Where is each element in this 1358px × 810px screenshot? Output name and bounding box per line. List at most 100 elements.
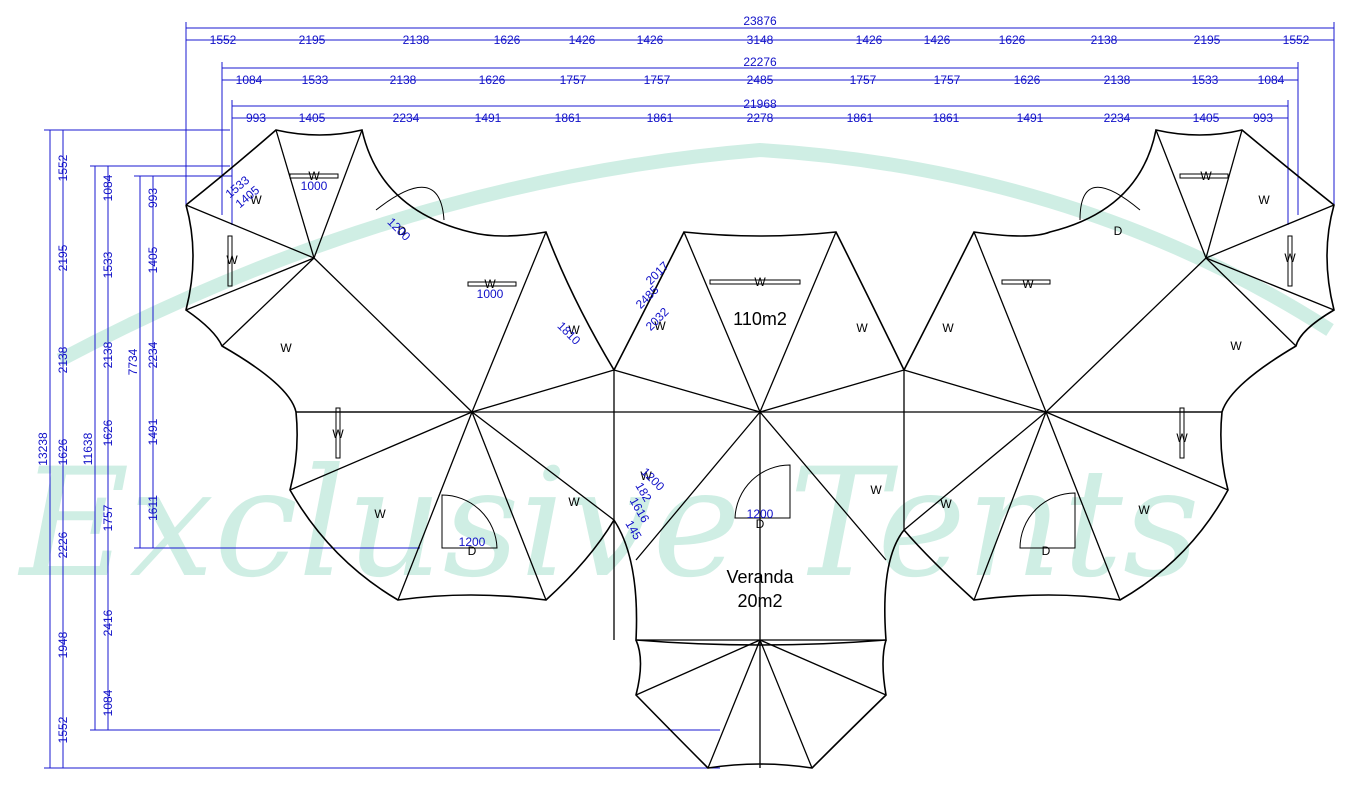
dim-row1-total: 23876 xyxy=(743,14,777,28)
dim-li-4: 1611 xyxy=(146,495,160,521)
w-label: W xyxy=(942,321,954,335)
dim-r1-10: 2138 xyxy=(1091,33,1118,47)
dim-r1-2: 2138 xyxy=(403,33,430,47)
dim-lm-4: 1757 xyxy=(101,504,115,531)
dim-lm-5: 2416 xyxy=(101,609,115,636)
dim-r3-4: 1861 xyxy=(555,111,582,125)
dim-lo-1: 2195 xyxy=(56,244,70,271)
w-label: W xyxy=(250,193,262,207)
dim-row3-total: 21968 xyxy=(743,97,777,111)
d-label: D xyxy=(468,544,477,558)
dim-window-width: 1000 xyxy=(477,287,504,301)
dim-lm-2: 2138 xyxy=(101,341,115,368)
dim-r2-1: 1533 xyxy=(302,73,329,87)
dim-left-outer-total: 13238 xyxy=(36,432,50,466)
dim-r3-3: 1491 xyxy=(475,111,502,125)
dim-lo-3: 1626 xyxy=(56,438,70,465)
dim-r1-11: 2195 xyxy=(1194,33,1221,47)
dim-r2-7: 1757 xyxy=(850,73,877,87)
w-label: W xyxy=(640,469,652,483)
dim-li-0: 993 xyxy=(146,188,160,208)
dim-li-2: 2234 xyxy=(146,341,160,368)
dim-r2-10: 2138 xyxy=(1104,73,1131,87)
d-label: D xyxy=(756,517,765,531)
dim-r3-7: 1861 xyxy=(847,111,874,125)
dim-r1-6: 3148 xyxy=(747,33,774,47)
dim-door-width: 1200 xyxy=(459,535,486,549)
dim-r1-4: 1426 xyxy=(569,33,596,47)
dim-r3-2: 2234 xyxy=(393,111,420,125)
top-dimensions: 23876 1552 2195 2138 1626 1426 1426 3148… xyxy=(185,14,1335,225)
w-label: W xyxy=(374,507,386,521)
dim-r3-12: 993 xyxy=(1253,111,1273,125)
w-label: W xyxy=(870,483,882,497)
dim-r2-6: 2485 xyxy=(747,73,774,87)
dim-r2-12: 1084 xyxy=(1258,73,1285,87)
w-label: W xyxy=(856,321,868,335)
dim-r1-0: 1552 xyxy=(210,33,237,47)
w-label: W xyxy=(1138,503,1150,517)
w-label: W xyxy=(568,323,580,337)
dim-r3-9: 1491 xyxy=(1017,111,1044,125)
w-label: W xyxy=(280,341,292,355)
door-swings xyxy=(375,186,1141,549)
dim-r2-5: 1757 xyxy=(644,73,671,87)
dim-r3-1: 1405 xyxy=(299,111,326,125)
dim-r2-2: 2138 xyxy=(390,73,417,87)
veranda-title: Veranda xyxy=(726,567,794,587)
dim-lo-0: 1552 xyxy=(56,154,70,181)
w-label: W xyxy=(226,253,238,267)
dim-diag-c: 2017 xyxy=(643,259,672,288)
dim-r3-11: 1405 xyxy=(1193,111,1220,125)
veranda-area: 20m2 xyxy=(737,591,782,611)
dim-r3-0: 993 xyxy=(246,111,266,125)
dim-door-width: 1200 xyxy=(747,507,774,521)
dim-r1-7: 1426 xyxy=(856,33,883,47)
w-label: W xyxy=(1022,277,1034,291)
dim-lo-5: 1948 xyxy=(56,631,70,658)
dim-li-1: 1405 xyxy=(146,246,160,273)
dim-lm-6: 1084 xyxy=(101,689,115,716)
dim-r1-1: 2195 xyxy=(299,33,326,47)
w-label: W xyxy=(568,495,580,509)
w-label: W xyxy=(1176,431,1188,445)
tent-rafters xyxy=(185,129,1335,769)
dim-lm-1: 1533 xyxy=(101,251,115,278)
watermark: Exclusive Tents xyxy=(17,142,1334,611)
dim-r3-10: 2234 xyxy=(1104,111,1131,125)
dim-r1-9: 1626 xyxy=(999,33,1026,47)
dim-r3-6: 2278 xyxy=(747,111,774,125)
dim-r2-9: 1626 xyxy=(1014,73,1041,87)
dim-lm-0: 1084 xyxy=(101,174,115,201)
dim-lo-4: 2226 xyxy=(56,531,70,558)
watermark-text: Exclusive Tents xyxy=(17,437,1200,611)
dim-lo-6: 1552 xyxy=(56,716,70,743)
dim-row2-total: 22276 xyxy=(743,55,777,69)
window-labels: W W W W W W W W W W W W W W W W W W W W … xyxy=(226,169,1296,521)
dim-window-width: 1000 xyxy=(301,179,328,193)
w-label: W xyxy=(1230,339,1242,353)
w-label: W xyxy=(654,319,666,333)
w-label: W xyxy=(1258,193,1270,207)
door-labels: D D D D D xyxy=(398,224,1123,558)
w-label: W xyxy=(308,169,320,183)
d-label: D xyxy=(1114,224,1123,238)
dim-r1-3: 1626 xyxy=(494,33,521,47)
dim-r2-11: 1533 xyxy=(1192,73,1219,87)
w-label: W xyxy=(484,277,496,291)
dim-r1-8: 1426 xyxy=(924,33,951,47)
room-labels: 110m2 Veranda 20m2 xyxy=(726,309,794,611)
w-label: W xyxy=(1200,169,1212,183)
left-dimensions: 13238 1552 2195 2138 1626 2226 1948 1552… xyxy=(36,129,720,769)
dim-diag-d: 2485 xyxy=(633,283,662,312)
w-label: W xyxy=(754,275,766,289)
dim-r2-3: 1626 xyxy=(479,73,506,87)
w-label: W xyxy=(1284,251,1296,265)
dim-left-mid-total: 11638 xyxy=(81,432,95,465)
window-marks xyxy=(227,173,1293,459)
dim-r2-0: 1084 xyxy=(236,73,263,87)
dim-r3-5: 1861 xyxy=(647,111,674,125)
dim-r1-12: 1552 xyxy=(1283,33,1310,47)
dim-r1-5: 1426 xyxy=(637,33,664,47)
